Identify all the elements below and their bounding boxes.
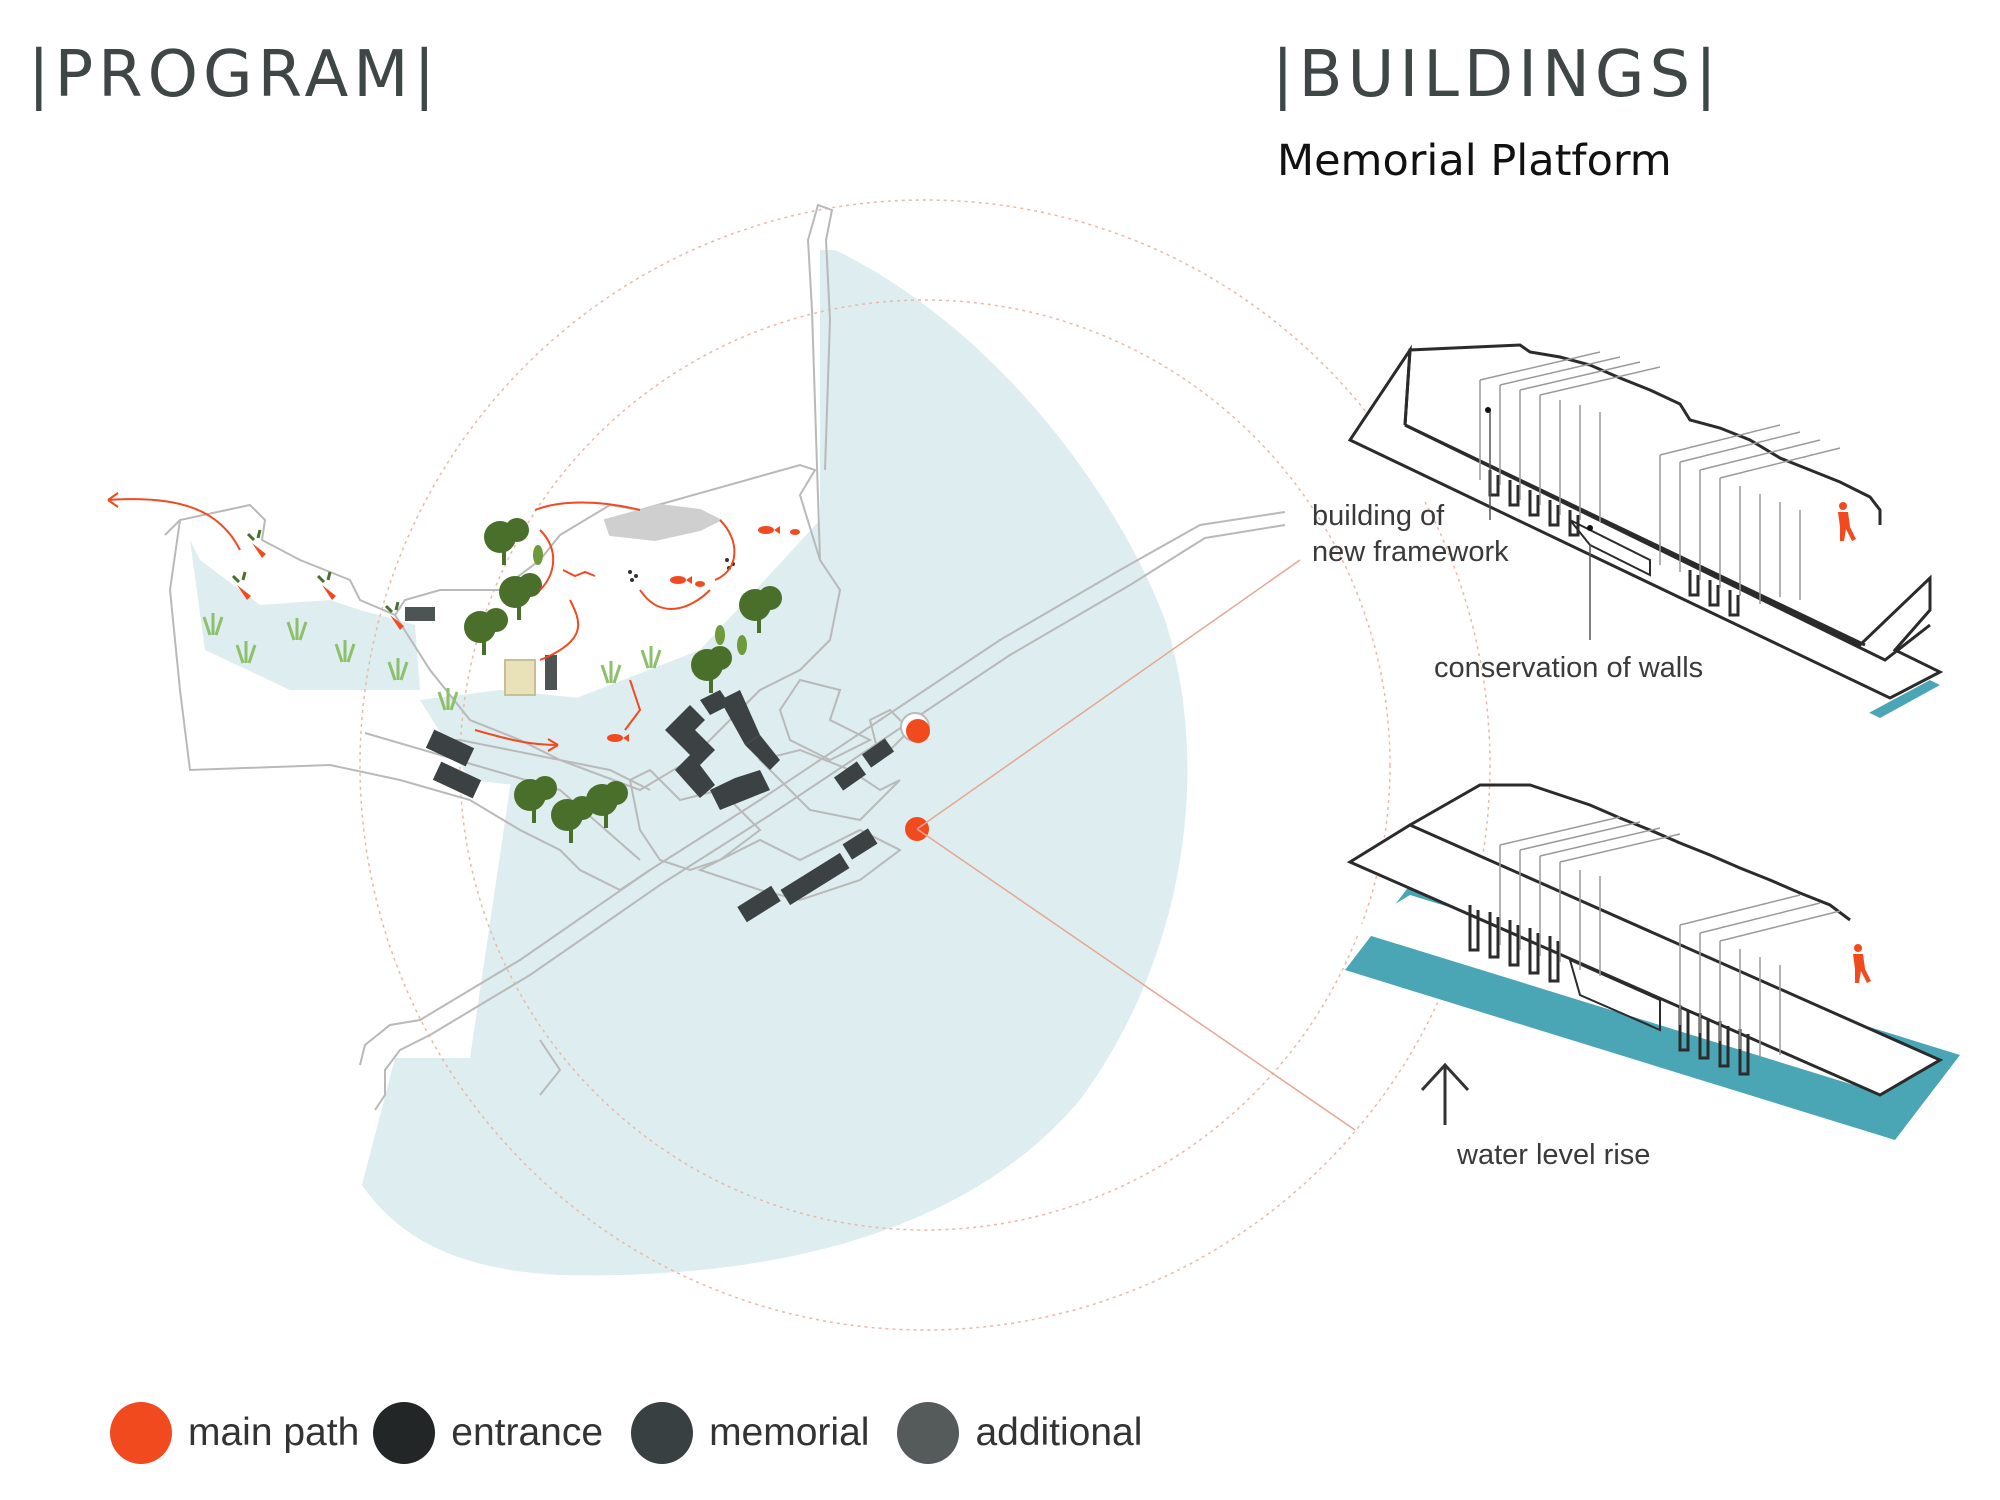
program-heading: |PROGRAM|: [28, 38, 441, 112]
person-icon: [1853, 944, 1871, 983]
legend-item-memorial: memorial: [631, 1402, 869, 1464]
framework-label: building of new framework: [1312, 500, 1509, 568]
water-label: water level rise: [1457, 1139, 1651, 1171]
buildings-heading: |BUILDINGS|: [1272, 38, 1722, 112]
medium-radius-circle: [459, 299, 1391, 1231]
walls-label: conservation of walls: [1434, 652, 1704, 684]
legend-item-additional: additional: [897, 1402, 1142, 1464]
main-promenade: [359, 511, 1286, 1066]
main-path-marker: [906, 719, 930, 743]
legend: main path entrance memorial additional: [110, 1402, 1156, 1464]
additional-swatch: [897, 1402, 960, 1464]
fish-icon: [607, 526, 800, 742]
platform-top: [1340, 343, 1944, 718]
main-path-swatch: [110, 1402, 172, 1464]
up-arrow-icon: [1420, 1062, 1470, 1125]
platform-bottom: [1345, 783, 1960, 1140]
legend-item-entrance: entrance: [373, 1402, 603, 1464]
north-pier: [806, 203, 834, 561]
person-icon: [1838, 502, 1856, 541]
legend-item-main-path: main path: [110, 1402, 359, 1464]
memorial-swatch: [631, 1402, 694, 1464]
tree-icon: [464, 518, 782, 843]
carrot-icon: [231, 529, 404, 630]
memorial-platform-title: Memorial Platform: [1277, 136, 1672, 186]
grass-icon: [202, 613, 662, 711]
large-radius-circle: [359, 199, 1491, 1331]
entrance-swatch: [373, 1402, 436, 1464]
